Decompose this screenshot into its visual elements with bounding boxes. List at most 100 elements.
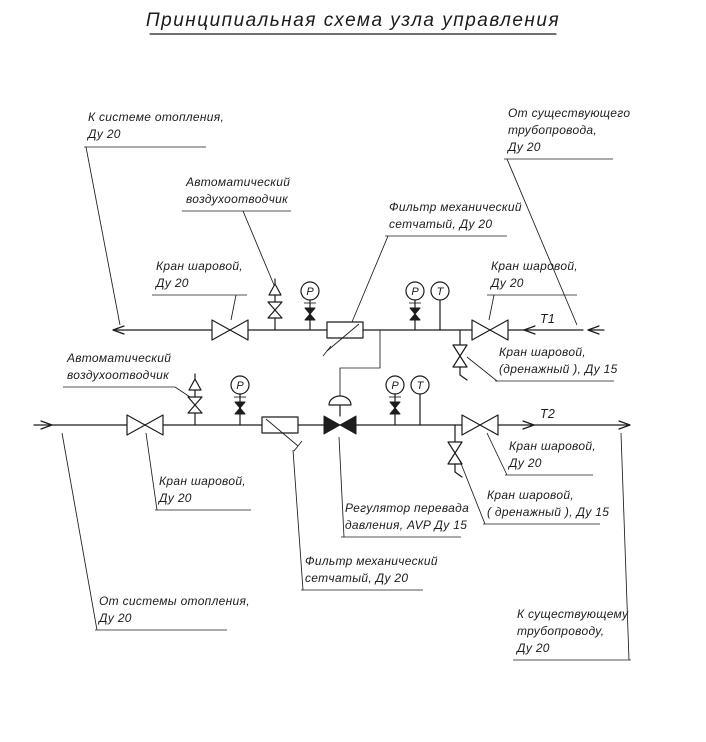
callout-ball-valve-top-left: Кран шаровой, Ду 20 (152, 259, 247, 321)
callout-text: Ду 20 (507, 456, 542, 470)
callout-text: воздухоотводчик (67, 368, 170, 382)
air-vent-t2 (187, 373, 203, 426)
callout-drain-valve-top: Кран шаровой, (дренажный ), Ду 15 (466, 345, 618, 382)
drain-valve-t2 (447, 424, 463, 478)
leader-line (459, 460, 486, 525)
callout-ball-valve-bottom-right: Кран шаровой, Ду 20 (486, 432, 596, 476)
callout-drain-valve-bottom: Кран шаровой, ( дренажный ), Ду 15 (459, 460, 609, 525)
flow-arrow-t1-icon (523, 325, 536, 335)
callout-text: Кран шаровой, (499, 345, 586, 359)
gauge-letter: Р (306, 286, 314, 298)
callout-air-vent-top: Автоматический воздухоотводчик (182, 175, 291, 286)
thermometer-t1: Т (430, 281, 450, 331)
callout-text: Кран шаровой, (487, 488, 574, 502)
callout-text: трубопроводу, (517, 624, 604, 638)
pressure-gauge-t1-a: Р (300, 281, 320, 331)
callout-text: Ду 20 (489, 276, 524, 290)
gauge-dial (230, 375, 250, 395)
callout-from-heating-system: От системы отопления, Ду 20 (61, 432, 250, 631)
callout-text: К системе отопления, (88, 110, 224, 124)
drain-valve-t1 (452, 329, 468, 381)
valve-triangle (229, 319, 249, 341)
impulse-line (339, 330, 381, 396)
ball-valve-t1-right (471, 319, 509, 341)
callout-from-existing-pipeline: От существующего трубопровода, Ду 20 (504, 106, 630, 326)
callout-text: Кран шаровой, (159, 474, 246, 488)
gauge-letter: Р (236, 380, 244, 392)
gauge-cock-triangle (389, 401, 401, 409)
valve-triangle (479, 414, 499, 436)
callout-to-existing-pipeline: К существующему трубопроводу, Ду 20 (513, 432, 631, 661)
drain-valve-triangle (447, 452, 463, 465)
filter-screen-cap (322, 345, 332, 357)
ball-valve-t2-left (126, 414, 164, 436)
leader-line (466, 356, 498, 382)
callout-pressure-regulator: Регулятор перевада давления, AVP Ду 15 (338, 436, 469, 538)
callout-to-heating-system: К системе отопления, Ду 20 (84, 110, 224, 326)
callout-text: Кран шаровой, (509, 439, 596, 453)
leader-line (230, 294, 237, 321)
callout-text: (дренажный ), Ду 15 (499, 362, 618, 376)
vent-valve-triangle (267, 301, 283, 311)
drain-valve-triangle (452, 344, 468, 357)
pressure-gauge-t2-a: Р (230, 375, 250, 426)
gauge-dial (405, 281, 425, 301)
gauge-cock-triangle (234, 401, 246, 409)
callout-text: Автоматический (185, 175, 290, 189)
drain-outlet-tick (459, 374, 468, 381)
valve-triangle (461, 414, 481, 436)
arrow-t1-out-left-icon (112, 325, 125, 335)
callout-filter-top: Фильтр механический сетчатый, Ду 20 (351, 200, 522, 323)
regulator-actuator-dome (328, 395, 352, 406)
gauge-dial (300, 281, 320, 301)
gauge-letter: Т (417, 380, 425, 392)
regulator-triangle (339, 415, 357, 435)
callout-text: Ду 20 (506, 140, 541, 154)
valve-triangle (211, 319, 231, 341)
pipeline-t2-label: Т2 (540, 407, 555, 421)
filter-body (261, 416, 299, 434)
valve-triangle (489, 319, 509, 341)
arrow-t2-in-left-icon (40, 420, 53, 430)
callout-air-vent-bottom: Автоматический воздухоотводчик (63, 351, 191, 398)
callout-text: воздухоотводчик (186, 192, 289, 206)
strainer-filter-t1 (322, 321, 364, 357)
gauge-dial (385, 375, 405, 395)
gauge-letter: Р (391, 380, 399, 392)
pipeline-t1-label: Т1 (540, 312, 555, 326)
flow-arrow-t2-icon (522, 420, 535, 430)
leader-line (292, 449, 304, 591)
gauge-cock-triangle (409, 313, 421, 321)
gauge-letter: Р (411, 286, 419, 298)
vent-valve-triangle (267, 309, 283, 319)
callout-text: Ду 20 (97, 611, 132, 625)
callout-text: сетчатый, Ду 20 (389, 217, 492, 231)
callout-text: Кран шаровой, (156, 259, 243, 273)
gauge-cock-triangle (304, 307, 316, 315)
filter-screen-line (326, 323, 360, 352)
gauge-cock-triangle (304, 313, 316, 321)
vent-head-icon (268, 283, 282, 296)
valve-triangle (144, 414, 164, 436)
pressure-regulator-valve (323, 395, 357, 435)
valve-triangle (126, 414, 146, 436)
pressure-gauge-t2-b: Р (385, 375, 405, 426)
callout-text: Ду 20 (154, 276, 189, 290)
vent-valve-triangle (187, 404, 203, 414)
leader-line (620, 432, 630, 661)
callout-text: От системы отопления, (99, 594, 250, 608)
callout-ball-valve-top-right: Кран шаровой, Ду 20 (487, 259, 578, 321)
gauge-cock-triangle (409, 307, 421, 315)
arrow-t2-out-right-icon (618, 420, 631, 430)
leader-line (351, 235, 389, 323)
leader-line (486, 432, 508, 476)
leader-line (506, 158, 578, 326)
strainer-filter-t2 (261, 416, 303, 452)
callout-filter-bottom: Фильтр механический сетчатый, Ду 20 (292, 449, 438, 591)
leader-line (338, 436, 345, 538)
callout-text: Ду 20 (157, 491, 192, 505)
callout-text: Ду 20 (86, 127, 121, 141)
callout-text: Фильтр механический (389, 200, 522, 214)
callout-text: давления, AVP Ду 15 (345, 518, 467, 532)
